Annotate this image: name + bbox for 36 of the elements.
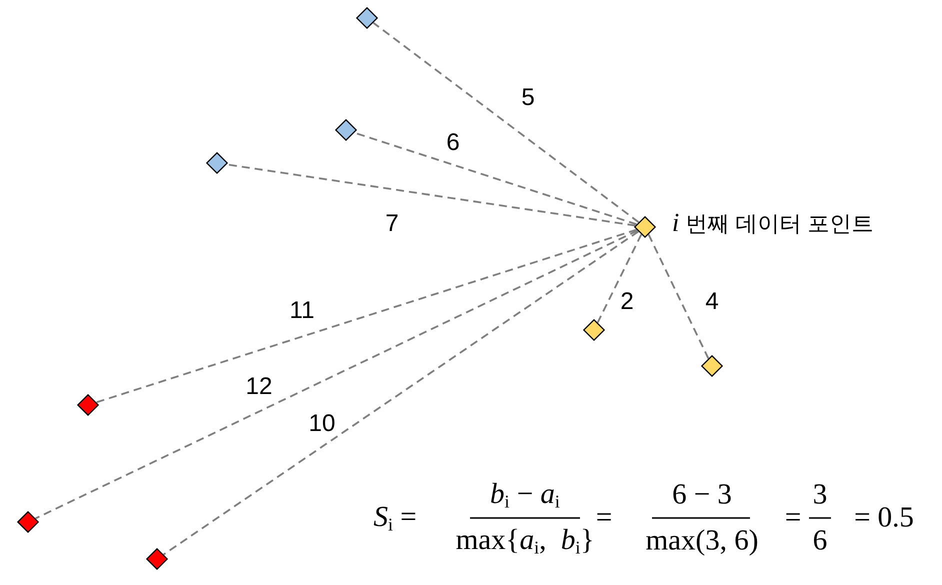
diamond-marker — [634, 216, 656, 238]
distance-label: 12 — [246, 375, 272, 399]
diamond-marker — [206, 152, 228, 174]
dashed-line — [648, 234, 710, 359]
distance-label: 10 — [308, 412, 336, 436]
dashed-line — [163, 230, 639, 556]
dashed-line — [35, 230, 638, 520]
formula-term: = — [596, 504, 612, 532]
point-caption: i 번째 데이터 포인트 — [672, 210, 874, 236]
formula-term: 6 − 3 — [672, 480, 732, 510]
dashed-line — [596, 234, 642, 324]
distance-label: 7 — [385, 212, 399, 236]
dashed-line — [372, 22, 640, 223]
diamond-marker — [17, 511, 39, 533]
formula-term: 3 — [812, 480, 828, 510]
distance-label: 5 — [521, 86, 535, 110]
dashed-line — [226, 164, 636, 226]
diamond-marker — [77, 394, 99, 416]
distance-label: 4 — [705, 290, 719, 314]
dashed-line — [354, 132, 637, 226]
formula-term: 6 — [812, 526, 828, 556]
formula-term: = — [784, 504, 802, 532]
diamond-marker — [146, 548, 168, 570]
diamond-marker — [583, 319, 605, 341]
diamond-marker — [701, 355, 723, 377]
distance-label: 6 — [446, 131, 460, 155]
diamond-marker — [335, 119, 357, 141]
diamond-marker — [356, 7, 378, 29]
distance-label: 2 — [620, 290, 634, 314]
dashed-line — [96, 228, 637, 404]
formula-term: max(3, 6) — [646, 526, 758, 556]
formula-term: b$_{i}$ − a$_{i}$ — [490, 480, 560, 510]
formula-term: = 0.5 — [854, 504, 914, 532]
formula-term: max{a$_{i}$, b$_{i}$} — [456, 526, 594, 556]
formula-term: S$_{i}$ = — [373, 502, 417, 534]
distance-label: 11 — [290, 299, 314, 323]
